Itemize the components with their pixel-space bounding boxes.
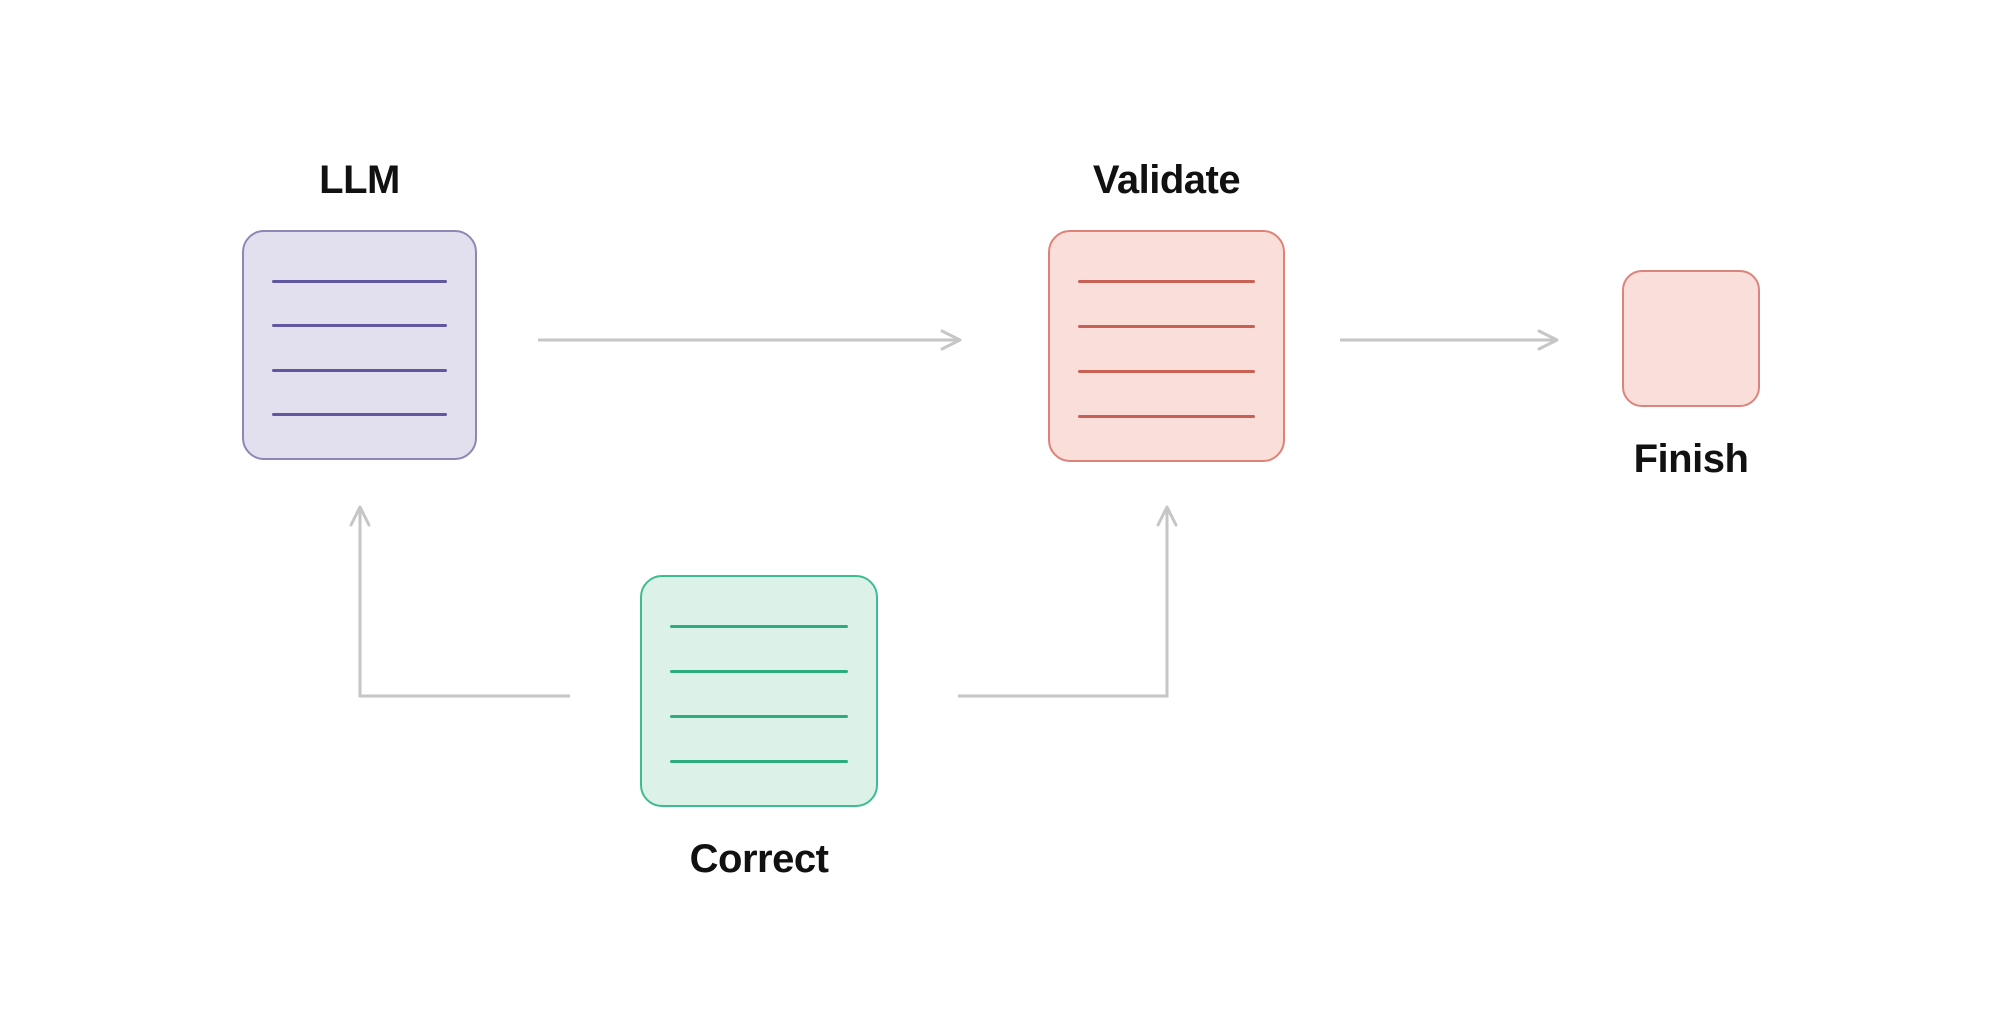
correct-label: Correct (689, 837, 829, 881)
node-llm: LLM (242, 158, 477, 460)
llm-text-line (272, 368, 447, 372)
validate-text-line (1078, 370, 1255, 373)
llm-box (242, 230, 477, 460)
correct-box (640, 575, 878, 807)
llm-text-line (272, 279, 447, 283)
validate-text-line (1078, 325, 1255, 328)
validate-text-line (1078, 415, 1255, 418)
correct-text-line (670, 760, 848, 763)
llm-label: LLM (319, 158, 400, 202)
node-validate: Validate (1048, 158, 1285, 462)
finish-label: Finish (1633, 437, 1749, 481)
edge-correct-to-validate (958, 505, 1178, 698)
correct-text-line (670, 625, 848, 628)
llm-text-line (272, 324, 447, 328)
llm-text-line (272, 413, 447, 417)
validate-text-line (1078, 280, 1255, 283)
edge-correct-to-llm (349, 505, 570, 698)
correct-text-line (670, 715, 848, 718)
node-correct: Correct (640, 575, 878, 881)
validate-box (1048, 230, 1285, 462)
node-finish: Finish (1622, 270, 1760, 481)
finish-box (1622, 270, 1760, 407)
validate-label: Validate (1092, 158, 1241, 202)
correct-text-line (670, 670, 848, 673)
